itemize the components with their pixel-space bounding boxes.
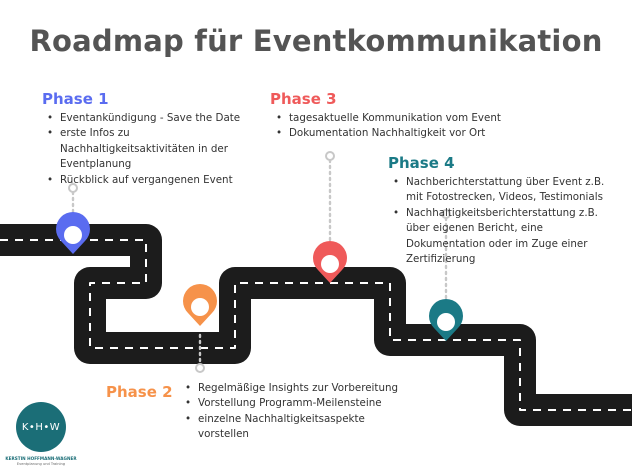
phase-1-title: Phase 1 xyxy=(42,90,109,108)
page-title: Roadmap für Eventkommunikation xyxy=(29,24,603,58)
connector-dot-phase-3 xyxy=(325,151,335,161)
phase-3-title: Phase 3 xyxy=(270,90,337,108)
list-item: erste Infos zu xyxy=(46,126,286,142)
phase-2-list: Regelmäßige Insights zur Vorbereitung Vo… xyxy=(184,381,444,443)
list-item-continuation: Eventplanung xyxy=(60,158,132,171)
logo-name: KERSTIN HOFFMANN-WAGNER xyxy=(5,456,77,461)
phase-2-title: Phase 2 xyxy=(106,383,173,401)
list-item-continuation: vorstellen xyxy=(198,428,249,441)
list-item-continuation: Zertifizierung xyxy=(406,253,476,266)
map-pin-phase-1-icon xyxy=(56,211,90,254)
logo-subtitle: Eventplanung und Training xyxy=(16,462,66,466)
list-item: Eventankündigung - Save the Date xyxy=(46,111,286,127)
list-item-continuation: über eigenen Bericht, eine xyxy=(406,222,543,235)
phase-1-list: Eventankündigung - Save the Date erste I… xyxy=(46,111,286,188)
phase-4-title: Phase 4 xyxy=(388,154,455,172)
logo-initials: K•H•W xyxy=(21,421,61,433)
list-item: Dokumentation Nachhaltigkeit vor Ort xyxy=(275,126,555,142)
phase-3-list: tagesaktuelle Kommunikation vom Event Do… xyxy=(275,111,555,142)
list-item: tagesaktuelle Kommunikation vom Event xyxy=(275,111,555,127)
connector-dot-phase-2 xyxy=(195,363,205,373)
list-item: Rückblick auf vergangenen Event xyxy=(46,173,286,189)
road-markings xyxy=(0,239,632,411)
list-item: einzelne Nachhaltigkeitsaspekte xyxy=(184,412,444,428)
list-item-continuation: Nachhaltigkeitsaktivitäten in der xyxy=(60,142,228,155)
brand-logo: K•H•W xyxy=(16,402,66,452)
map-pin-phase-4-icon xyxy=(429,298,463,341)
list-item-continuation: mit Fotostrecken, Videos, Testimonials xyxy=(406,191,603,204)
map-pin-phase-2-icon xyxy=(183,283,217,326)
list-item-continuation: Dokumentation oder im Zuge einer xyxy=(406,237,588,250)
list-item: Vorstellung Programm-Meilensteine xyxy=(184,396,444,412)
phase-4-list: Nachberichterstattung über Event z.B. mi… xyxy=(392,175,628,267)
map-pin-phase-3-icon xyxy=(313,240,347,283)
list-item: Regelmäßige Insights zur Vorbereitung xyxy=(184,381,444,397)
list-item: Nachberichterstattung über Event z.B. xyxy=(392,175,628,191)
list-item: Nachhaltigkeitsberichterstattung z.B. xyxy=(392,206,628,222)
